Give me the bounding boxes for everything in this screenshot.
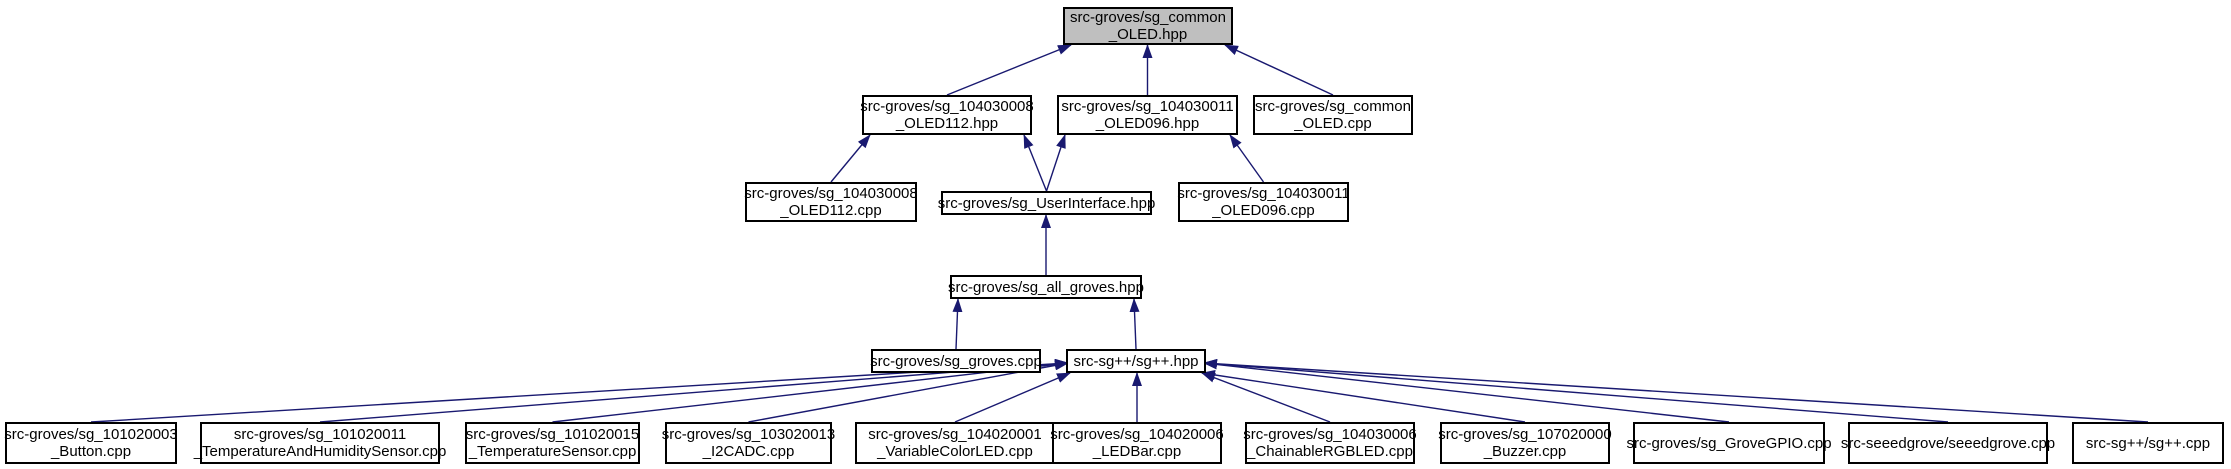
- node-label-line: src-groves/sg_103020013: [661, 426, 836, 443]
- node-label-line: src-seeedgrove/seeedgrove.cpp: [1840, 434, 2056, 452]
- node-label-line: _OLED096.cpp: [1212, 202, 1315, 219]
- node-all-groves-hpp[interactable]: src-groves/sg_all_groves.hpp: [948, 275, 1144, 299]
- node-varled-cpp[interactable]: src-groves/sg_104020001_VariableColorLED…: [855, 422, 1055, 464]
- node-label-line: _Buzzer.cpp: [1483, 443, 1567, 460]
- node-button-cpp[interactable]: src-groves/sg_101020003_Button.cpp: [4, 422, 178, 464]
- node-label-line: src-groves/sg_104030008: [744, 185, 918, 202]
- node-label-line: src-sg++/sg++.hpp: [1073, 352, 1199, 370]
- node-label-line: src-groves/sg_104030006: [1243, 426, 1417, 443]
- edge-sgpp-hpp-to-all-groves-hpp: [1129, 298, 1140, 350]
- node-groves-cpp[interactable]: src-groves/sg_groves.cpp: [870, 349, 1042, 373]
- node-i2cadc-cpp[interactable]: src-groves/sg_103020013_I2CADC.cpp: [661, 422, 836, 464]
- edge-groves-cpp-to-all-groves-hpp: [952, 298, 963, 350]
- node-oled096-cpp[interactable]: src-groves/sg_104030011_OLED096.cpp: [1177, 182, 1350, 222]
- node-gpio-cpp[interactable]: src-groves/sg_GroveGPIO.cpp: [1626, 422, 1832, 464]
- node-seeedgrove-cpp[interactable]: src-seeedgrove/seeedgrove.cpp: [1841, 422, 2055, 464]
- node-label-line: _ChainableRGBLED.cpp: [1247, 443, 1413, 460]
- node-label-line: src-groves/sg_UserInterface.hpp: [937, 194, 1156, 212]
- node-label-line: src-groves/sg_104030008: [860, 98, 1034, 115]
- node-label-line: src-groves/sg_groves.cpp: [870, 352, 1042, 370]
- node-label-line: src-sg++/sg++.cpp: [2085, 434, 2211, 452]
- edge-oled096-cpp-to-oled096-hpp: [1229, 134, 1265, 183]
- node-label-line: src-groves/sg_all_groves.hpp: [948, 278, 1144, 296]
- node-label-line: src-groves/sg_104020006: [1050, 426, 1224, 443]
- node-label-line: _TemperatureSensor.cpp: [468, 443, 637, 460]
- node-label-line: _OLED112.hpp: [895, 115, 999, 132]
- edge-sgpp-cpp-to-sgpp-hpp: [1203, 358, 2149, 423]
- node-oled112-hpp[interactable]: src-groves/sg_104030008_OLED112.hpp: [860, 95, 1034, 135]
- node-label-line: _LEDBar.cpp: [1092, 443, 1182, 460]
- node-tempsensor-cpp[interactable]: src-groves/sg_101020015_TemperatureSenso…: [465, 422, 640, 464]
- node-userinterface-hpp[interactable]: src-groves/sg_UserInterface.hpp: [938, 191, 1155, 215]
- node-common-oled-cpp[interactable]: src-groves/sg_common_OLED.cpp: [1253, 95, 1413, 135]
- node-oled096-hpp[interactable]: src-groves/sg_104030011_OLED096.hpp: [1057, 95, 1238, 135]
- edge-rgbled-cpp-to-sgpp-hpp: [1201, 372, 1331, 423]
- node-label-line: src-groves/sg_104030011: [1177, 185, 1350, 202]
- node-label-line: src-groves/sg_104020001: [868, 426, 1042, 443]
- node-label-line: src-groves/sg_101020015: [465, 426, 640, 443]
- node-label-line: _OLED.hpp: [1108, 26, 1188, 43]
- node-buzzer-cpp[interactable]: src-groves/sg_107020000_Buzzer.cpp: [1438, 422, 1612, 464]
- node-label-line: _OLED096.hpp: [1095, 115, 1200, 132]
- edge-buzzer-cpp-to-sgpp-hpp: [1201, 370, 1526, 423]
- node-sgpp-hpp[interactable]: src-sg++/sg++.hpp: [1066, 349, 1206, 373]
- node-label-line: src-groves/sg_101020011: [233, 426, 407, 443]
- edge-gpio-cpp-to-sgpp-hpp: [1203, 359, 1730, 423]
- node-label-line: src-groves/sg_104030011: [1061, 98, 1234, 115]
- edge-userinterface-hpp-to-oled096-hpp: [1045, 134, 1066, 192]
- node-sgpp-cpp[interactable]: src-sg++/sg++.cpp: [2072, 422, 2224, 464]
- node-label-line: src-groves/sg_107020000: [1438, 426, 1612, 443]
- node-common-oled-hpp: src-groves/sg_common_OLED.hpp: [1063, 7, 1233, 45]
- node-label-line: _I2CADC.cpp: [702, 443, 795, 460]
- node-label-line: _VariableColorLED.cpp: [877, 443, 1033, 460]
- edge-seeedgrove-cpp-to-sgpp-hpp: [1203, 359, 1949, 423]
- edge-userinterface-hpp-to-oled112-hpp: [1023, 134, 1048, 192]
- node-label-line: src-groves/sg_101020003: [4, 426, 178, 443]
- node-label-line: _OLED.cpp: [1294, 115, 1372, 132]
- node-temphum-cpp[interactable]: src-groves/sg_101020011_TemperatureAndHu…: [194, 422, 446, 464]
- edge-common-oled-cpp-to-common-oled-hpp: [1224, 44, 1334, 96]
- node-oled112-cpp[interactable]: src-groves/sg_104030008_OLED112.cpp: [744, 182, 918, 222]
- node-label-line: src-groves/sg_common: [1255, 98, 1411, 115]
- edge-varled-cpp-to-sgpp-hpp: [954, 372, 1071, 423]
- node-rgbled-cpp[interactable]: src-groves/sg_104030006_ChainableRGBLED.…: [1243, 422, 1417, 464]
- node-label-line: _Button.cpp: [50, 443, 132, 460]
- node-ledbar-cpp[interactable]: src-groves/sg_104020006_LEDBar.cpp: [1050, 422, 1224, 464]
- node-label-line: src-groves/sg_common: [1070, 9, 1226, 26]
- edge-oled112-hpp-to-common-oled-hpp: [946, 44, 1072, 96]
- node-label-line: _TemperatureAndHumiditySensor.cpp: [193, 443, 447, 460]
- node-label-line: src-groves/sg_GroveGPIO.cpp: [1626, 434, 1832, 452]
- edge-oled112-cpp-to-oled112-hpp: [830, 134, 871, 183]
- node-label-line: _OLED112.cpp: [780, 202, 882, 219]
